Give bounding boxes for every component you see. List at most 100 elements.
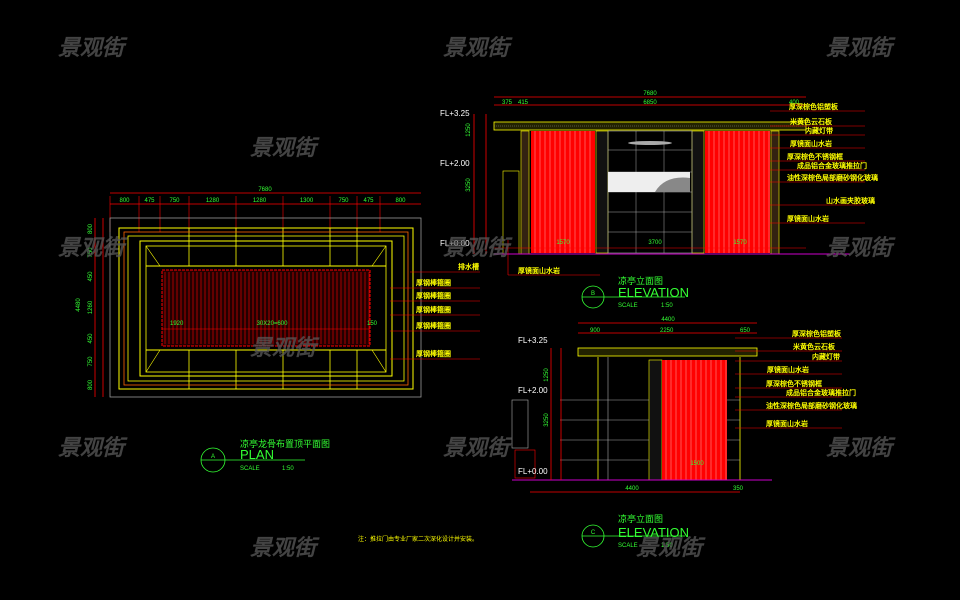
elev-c-dim-top: 900 <box>590 328 601 334</box>
elev-b-title-en: ELEVATION <box>618 285 689 300</box>
plan-dim-height: 4480 <box>76 298 82 312</box>
elev-b-title-cn: 凉亭立面图 <box>618 275 663 287</box>
elev-b-marker: B <box>591 291 595 297</box>
elev-b-bottom-callout: 厚镜面山水岩 <box>518 266 560 275</box>
plan-title-cn: 凉亭龙骨布置顶平面图 <box>240 438 330 450</box>
watermarks: 景观街景观街景观街景观街景观街景观街景观街景观街景观街景观街景观街景观街景观街 <box>58 36 896 561</box>
elev-b-callout: 内藏灯带 <box>805 126 833 135</box>
elev-b-callout: 厚镜面山水岩 <box>790 139 832 148</box>
elev-b-level: FL+3.25 <box>440 109 470 118</box>
elev-b-callout: 厚深棕色铝塑板 <box>789 102 839 111</box>
elev-b-level: FL+2.00 <box>440 159 470 168</box>
watermark-text: 景观街 <box>58 236 128 261</box>
elev-c-dim-total: 4400 <box>661 317 675 323</box>
plan-inner-dim-1: 1920 <box>170 321 184 327</box>
elev-b-callout: 山水画夹胶玻璃 <box>826 196 875 205</box>
plan-level: FL+0.00 <box>440 239 470 248</box>
elev-c-callout: 内藏灯带 <box>812 352 840 361</box>
elev-b-dim-left: 1250 <box>466 123 472 137</box>
plan-dim-top: 1300 <box>300 198 314 204</box>
plan-dim-top: 475 <box>144 198 155 204</box>
plan-dim-left: 450 <box>88 333 94 344</box>
plan-dim-left: 1260 <box>88 300 94 314</box>
watermark-text: 景观街 <box>58 436 128 461</box>
ceiling-fan-icon <box>628 141 672 145</box>
plan-dim-left: 450 <box>88 271 94 282</box>
plan-callout: 厚钢棒箍圈 <box>416 305 451 314</box>
plan-callout: 厚钢棒箍圈 <box>416 278 451 287</box>
watermark-text: 景观街 <box>826 236 896 261</box>
elev-c-scale: 1:50 <box>661 543 673 549</box>
elev-c-title-en: ELEVATION <box>618 525 689 540</box>
elev-b-scale: 1:50 <box>661 303 673 309</box>
elev-c-dim-left: 1250 <box>544 368 550 382</box>
watermark-text: 景观街 <box>636 536 706 561</box>
elev-b-callout: 厚深棕色不锈钢框 <box>787 152 843 161</box>
plan-dim-left: 750 <box>88 356 94 367</box>
watermark-text: 景观街 <box>443 36 513 61</box>
watermark-text: 景观街 <box>826 36 896 61</box>
plan-dim-top: 800 <box>119 198 130 204</box>
elev-b-scale-label: SCALE <box>618 303 638 309</box>
elev-c-callout: 米黄色云石板 <box>792 342 836 351</box>
plan-dim-top: 475 <box>363 198 374 204</box>
elev-b-callout: 油性深棕色局部磨砂钢化玻璃 <box>787 173 878 182</box>
plan-dim-left: 800 <box>88 379 94 390</box>
elev-c-callout: 厚深棕色不锈钢框 <box>766 379 822 388</box>
plan-callout: 厚钢棒箍圈 <box>416 291 451 300</box>
plan-dim-top: 750 <box>338 198 349 204</box>
elev-b-dim-top: 415 <box>518 100 529 106</box>
watermark-text: 景观街 <box>443 436 513 461</box>
watermark-text: 景观街 <box>58 36 128 61</box>
watermark-text: 景观街 <box>826 436 896 461</box>
elev-c-dim-bottom: 350 <box>733 486 744 492</box>
elev-c-dim-left: 3250 <box>544 413 550 427</box>
plan-inner-dim-2: 30X20=600 <box>257 321 289 327</box>
plan-marker: A <box>211 454 215 460</box>
plan-dim-top: 750 <box>169 198 180 204</box>
plan-dim-top: 1280 <box>253 198 267 204</box>
note-text: 注：推拉门由专业厂家二次深化设计并安装。 <box>358 535 478 543</box>
elev-b-callout: 成品铝合金玻璃推拉门 <box>797 161 867 170</box>
elev-c-callout: 油性深棕色局部磨砂钢化玻璃 <box>766 401 857 410</box>
elev-c-title-cn: 凉亭立面图 <box>618 513 663 525</box>
elev-c-marker: C <box>591 530 596 536</box>
elev-c-dim-top: 650 <box>740 328 751 334</box>
elev-b-dim-bottom: 1570 <box>733 240 747 246</box>
plan-view: 7680 800 475 750 1280 1280 1300 750 475 800 1920… <box>76 187 480 473</box>
elev-b-dim-top: 375 <box>502 100 513 106</box>
plan-callout: 厚钢棒箍圈 <box>416 321 451 330</box>
plan-callout: 排水槽 <box>458 262 479 271</box>
elev-b-dim-bottom: 3700 <box>648 240 662 246</box>
elev-c-callout: 厚深棕色铝塑板 <box>792 329 842 338</box>
elev-b-dim-left: 3250 <box>466 178 472 192</box>
elev-b-dim-total: 7680 <box>643 91 657 97</box>
elev-c-callout: 厚镜面山水岩 <box>767 365 809 374</box>
elevation-c: 4400 900 2250 650 1500 4400 350 1250 325… <box>511 317 857 549</box>
elev-c-level: FL+3.25 <box>518 336 548 345</box>
watermark-text: 景观街 <box>250 536 320 561</box>
elev-b-callout: 米黄色云石板 <box>789 117 833 126</box>
elev-b-callout: 厚镜面山水岩 <box>787 214 829 223</box>
elev-c-callout: 成品铝合金玻璃推拉门 <box>786 388 856 397</box>
plan-dim-left: 800 <box>88 223 94 234</box>
elev-c-callout: 厚镜面山水岩 <box>766 419 808 428</box>
plan-dim-top: 800 <box>395 198 406 204</box>
elev-c-level: FL+2.00 <box>518 386 548 395</box>
elev-c-level: FL+0.00 <box>518 467 548 476</box>
elev-c-center-dim: 1500 <box>690 461 704 467</box>
plan-dim-top: 1280 <box>206 198 220 204</box>
elev-b-dim-bottom: 1570 <box>556 240 570 246</box>
plan-scale-label: SCALE <box>240 466 260 472</box>
plan-callout: 厚钢棒箍圈 <box>416 349 451 358</box>
elevation-b: 7680 375 415 6850 400 1570 3700 1570 125… <box>440 91 878 309</box>
watermark-text: 景观街 <box>250 336 320 361</box>
plan-title-en: PLAN <box>240 447 274 462</box>
elev-c-scale-label: SCALE <box>618 543 638 549</box>
plan-dim-total: 7680 <box>258 187 272 193</box>
watermark-text: 景观街 <box>443 236 513 261</box>
elev-c-dim-top: 2250 <box>660 328 674 334</box>
elev-b-dim-top: 400 <box>789 100 800 106</box>
